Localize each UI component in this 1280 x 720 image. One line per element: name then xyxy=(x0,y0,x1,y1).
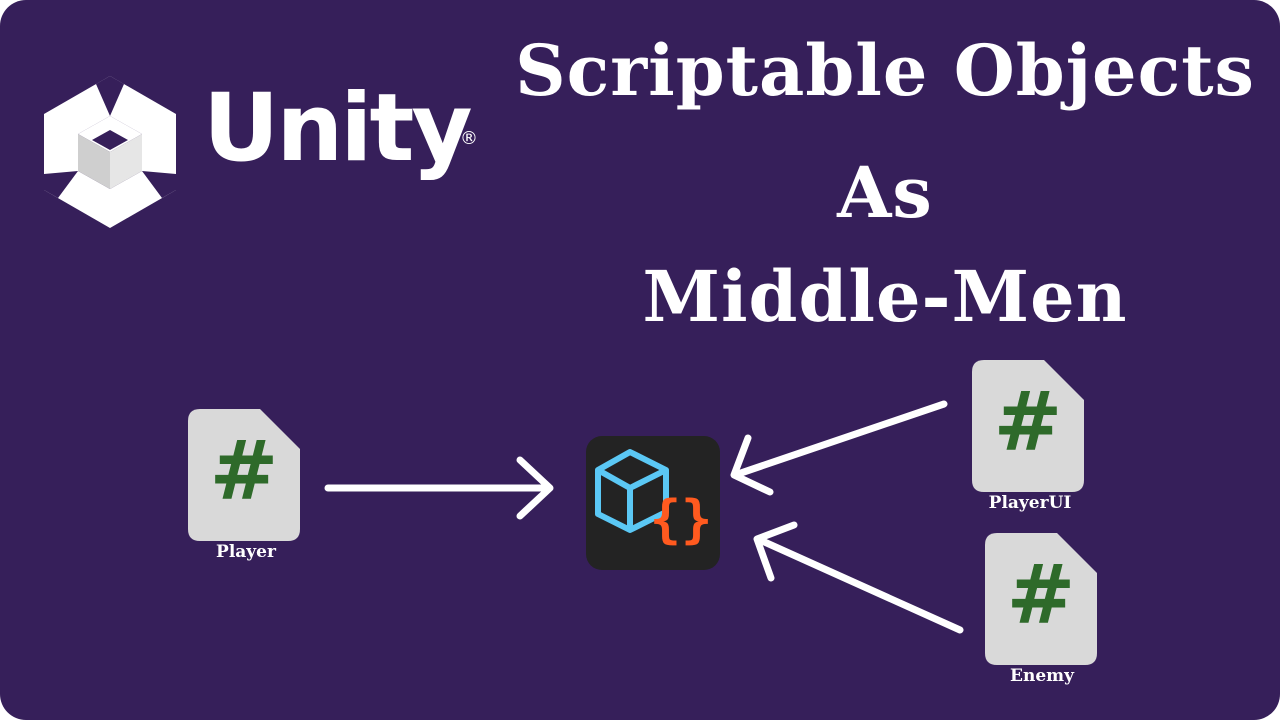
registered-mark: ® xyxy=(460,128,478,149)
player-script-icon: # xyxy=(188,409,300,541)
enemy-script-icon: # xyxy=(985,533,1097,665)
scriptable-object-icon: {} xyxy=(586,436,720,570)
hash-icon: # xyxy=(1006,548,1076,643)
arrow-playerui-to-so xyxy=(730,400,948,496)
player-label: Player xyxy=(216,542,276,562)
title-line-2: As xyxy=(837,151,933,234)
unity-logo-icon xyxy=(30,72,190,232)
hash-icon: # xyxy=(209,424,279,519)
code-braces-icon: {} xyxy=(649,490,713,550)
hash-icon: # xyxy=(993,375,1063,470)
enemy-label: Enemy xyxy=(1010,666,1074,686)
arrow-enemy-to-so xyxy=(753,521,964,634)
cube-icon xyxy=(595,449,669,533)
title-line-1: Scriptable Objects xyxy=(515,29,1255,112)
title-line-3: Middle-Men xyxy=(642,255,1128,338)
unity-wordmark: Unity xyxy=(203,74,473,183)
playerui-script-icon: # xyxy=(972,360,1084,492)
arrow-player-to-so xyxy=(324,456,554,520)
playerui-label: PlayerUI xyxy=(988,493,1072,513)
